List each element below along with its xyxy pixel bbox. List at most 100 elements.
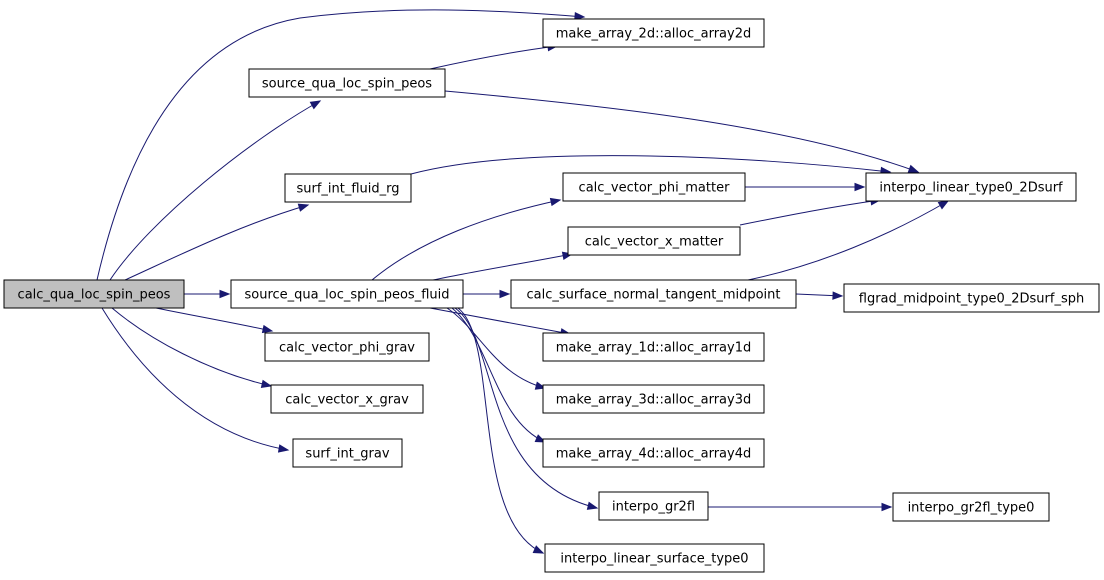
node-label: calc_qua_loc_spin_peos [18,288,171,303]
arrowhead-icon [532,545,545,554]
arrowhead-icon [297,203,310,212]
node-surf_int_grav[interactable]: surf_int_grav [292,438,403,468]
edge-line [454,307,598,509]
node-box[interactable] [284,173,412,203]
edge-line [96,9,585,281]
node-root[interactable]: calc_qua_loc_spin_peos [3,279,185,309]
edge-source_qua_loc_spin_peos_fluid-to-calc_vector_x_matter [432,251,574,281]
edge-surf_int_fluid_rg-to-interpo_linear_type0_2Dsurf [410,155,892,176]
edge-root-to-source_qua_loc_spin_peos_fluid [184,289,231,299]
node-label: surf_int_fluid_rg [296,182,399,197]
node-calc_vector_x_matter[interactable]: calc_vector_x_matter [567,226,741,256]
node-interpo_gr2fl[interactable]: interpo_gr2fl [598,491,709,521]
arrowhead-icon [260,379,273,388]
edge-root-to-alloc_array2d [96,9,586,281]
node-alloc_array3d[interactable]: make_array_3d::alloc_array3d [542,384,765,414]
node-label: make_array_3d::alloc_array3d [556,393,751,408]
node-label: calc_vector_phi_matter [579,181,731,196]
arrowhead-icon [881,502,893,512]
node-interpo_linear_surface_type0[interactable]: interpo_linear_surface_type0 [544,543,765,573]
edge-line [451,307,546,443]
node-source_qua_loc_spin_peos[interactable]: source_qua_loc_spin_peos [248,68,446,98]
node-label: interpo_gr2fl [612,500,695,515]
node-box[interactable] [598,491,709,521]
edge-line [432,253,573,281]
node-label: calc_vector_x_matter [585,235,724,250]
node-box[interactable] [567,226,741,256]
node-box[interactable] [270,384,424,414]
node-box[interactable] [865,172,1077,202]
node-alloc_array1d[interactable]: make_array_1d::alloc_array1d [542,332,765,362]
node-flgrad_midpoint_type0_2Dsurf_sph[interactable]: flgrad_midpoint_type0_2Dsurf_sph [843,283,1100,313]
node-label: calc_vector_phi_grav [279,341,415,356]
arrowhead-icon [261,324,274,334]
node-box[interactable] [562,172,746,202]
edge-line [410,155,891,175]
nodes-layer: calc_qua_loc_spin_peos make_array_2d::all… [3,18,1100,573]
arrowhead-icon [309,100,322,110]
node-box[interactable] [510,279,797,309]
node-box[interactable] [542,438,765,468]
node-calc_surface_normal_tangent_midpoint[interactable]: calc_surface_normal_tangent_midpoint [510,279,797,309]
node-label: make_array_1d::alloc_array1d [556,341,751,356]
edge-line [444,90,919,173]
arrowhead-icon [586,501,599,510]
edge-calc_surface_normal_tangent_midpoint-to-flgrad_midpoint_type0_2Dsurf_sph [795,291,844,300]
node-box[interactable] [292,438,403,468]
node-box[interactable] [843,283,1100,313]
edge-root-to-calc_vector_x_grav [111,307,273,388]
node-box[interactable] [230,279,464,309]
node-box[interactable] [542,332,765,362]
node-box[interactable] [3,279,185,309]
node-box[interactable] [248,68,446,98]
node-surf_int_fluid_rg[interactable]: surf_int_fluid_rg [284,173,412,203]
node-label: interpo_linear_type0_2Dsurf [879,181,1063,196]
node-box[interactable] [892,492,1050,522]
node-box[interactable] [542,18,765,48]
node-interpo_linear_type0_2Dsurf[interactable]: interpo_linear_type0_2Dsurf [865,172,1077,202]
edge-line [124,204,309,281]
node-interpo_gr2fl_type0[interactable]: interpo_gr2fl_type0 [892,492,1050,522]
edge-source_qua_loc_spin_peos_fluid-to-alloc_array4d [451,307,547,443]
node-calc_vector_x_grav[interactable]: calc_vector_x_grav [270,384,424,414]
node-label: source_qua_loc_spin_peos [262,77,432,92]
edge-line [109,100,321,281]
arrowhead-icon [832,291,844,300]
edge-source_qua_loc_spin_peos-to-alloc_array2d [429,43,559,70]
node-label: interpo_gr2fl_type0 [908,501,1035,516]
arrowhead-icon [907,164,920,173]
edge-root-to-source_qua_loc_spin_peos [109,100,322,281]
edge-calc_vector_x_matter-to-interpo_linear_type0_2Dsurf [739,197,882,226]
edge-line [739,199,881,226]
node-calc_vector_phi_matter[interactable]: calc_vector_phi_matter [562,172,746,202]
edge-source_qua_loc_spin_peos_fluid-to-interpo_linear_surface_type0 [457,307,545,554]
edge-interpo_gr2fl-to-interpo_gr2fl_type0 [708,502,893,512]
edge-line [747,200,949,281]
node-box[interactable] [542,384,765,414]
node-alloc_array4d[interactable]: make_array_4d::alloc_array4d [542,438,765,468]
edge-calc_surface_normal_tangent_midpoint-to-interpo_linear_type0_2Dsurf [747,200,950,281]
node-label: interpo_linear_surface_type0 [560,552,748,567]
edge-line [371,199,561,281]
arrowhead-icon [277,444,290,453]
edge-source_qua_loc_spin_peos_fluid-to-calc_surface_normal_tangent_midpoint [463,289,511,299]
node-source_qua_loc_spin_peos_fluid[interactable]: source_qua_loc_spin_peos_fluid [230,279,464,309]
node-label: make_array_2d::alloc_array2d [556,27,751,42]
edge-line [429,45,558,70]
node-box[interactable] [264,332,430,362]
node-alloc_array2d[interactable]: make_array_2d::alloc_array2d [542,18,765,48]
node-box[interactable] [544,543,765,573]
node-calc_vector_phi_grav[interactable]: calc_vector_phi_grav [264,332,430,362]
node-label: surf_int_grav [305,447,389,462]
edge-calc_vector_phi_matter-to-interpo_linear_type0_2Dsurf [745,182,866,192]
edge-source_qua_loc_spin_peos_fluid-to-alloc_array3d [446,307,547,390]
arrowhead-icon [499,289,511,299]
edge-source_qua_loc_spin_peos-to-interpo_linear_type0_2Dsurf [444,90,920,173]
arrowhead-icon [549,197,562,207]
edge-source_qua_loc_spin_peos_fluid-to-alloc_array1d [429,307,572,337]
arrowhead-icon [574,11,586,21]
node-label: flgrad_midpoint_type0_2Dsurf_sph [859,292,1084,307]
edge-line [101,307,289,451]
edge-root-to-calc_vector_phi_grav [155,307,274,334]
